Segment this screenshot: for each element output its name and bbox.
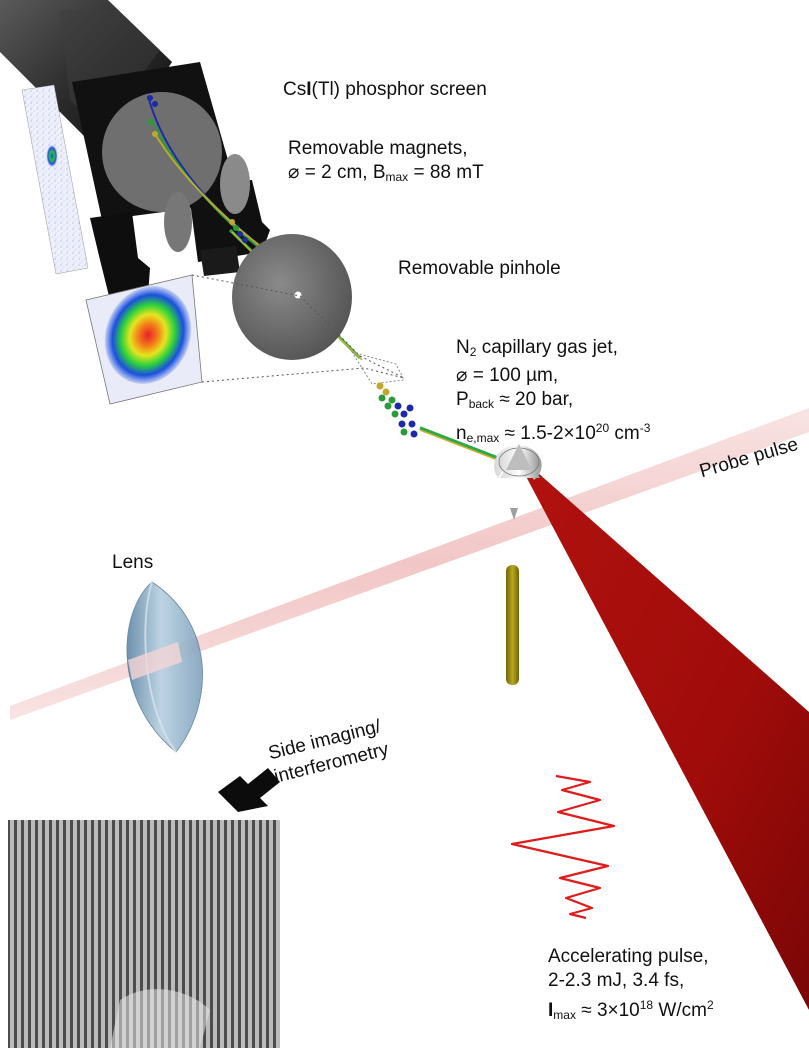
lens [126,581,203,753]
phosphor-screen-label: CsI(Tl) phosphor screen [283,79,487,100]
pinhole-label: Removable pinhole [398,258,561,279]
laser-pulse-waveform [510,774,616,920]
beam-profile-inset [85,274,405,405]
accelerating-beam [512,450,809,1010]
interferometry-image [8,820,280,1048]
phosphor-screen-housing [72,62,270,300]
electron-bunch [376,382,509,465]
gas-jet-nozzle [494,444,542,685]
screen-image-inset [21,84,89,275]
gas-jet-label: N2 capillary gas jet, ⌀ = 100 µm, Pback … [456,337,651,445]
magnets-label: Removable magnets, ⌀ = 2 cm, Bmax = 88 m… [288,138,484,184]
accelerating-pulse-label: Accelerating pulse, 2-2.3 mJ, 3.4 fs, Im… [548,946,714,1022]
lens-label: Lens [112,552,154,573]
side-imaging-arrow [218,768,280,812]
gas-jet-rod [506,565,519,685]
electron-dots-upper [147,95,248,243]
probe-pulse-beam [10,408,809,720]
pinhole-disk [232,234,352,360]
